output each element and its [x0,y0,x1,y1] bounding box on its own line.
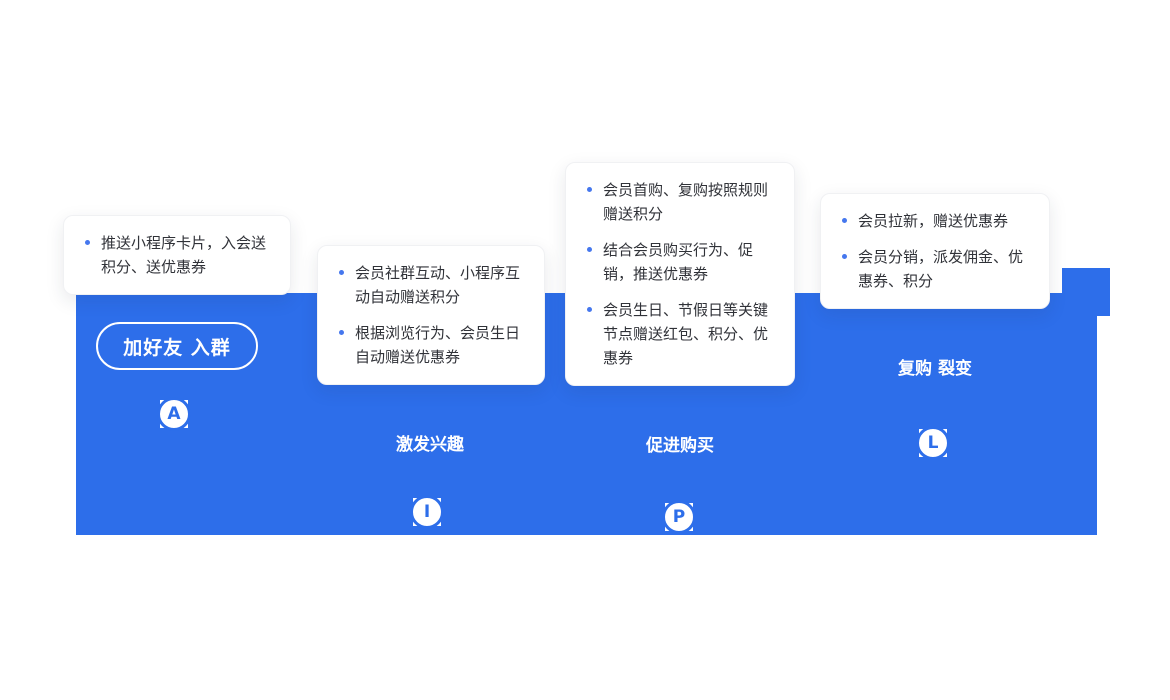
stage-badge-i: I [410,495,450,535]
bullet-item: 会员首购、复购按照规则赠送积分 [584,178,776,226]
stage-card-i: 会员社群互动、小程序互动自动赠送积分 根据浏览行为、会员生日自动赠送优惠券 [317,245,545,385]
badge-letter: A [167,403,181,424]
bullet-item: 会员拉新，赠送优惠券 [839,209,1031,233]
badge-letter: P [672,506,686,527]
stage-badge-a: A [157,397,197,437]
bullet-text: 会员社群互动、小程序互动自动赠送积分 [355,264,521,306]
badge-circle-icon: I [410,495,444,529]
stage-label-i: 激发兴趣 [396,435,464,455]
bullet-text: 推送小程序卡片，入会送积分、送优惠券 [101,234,267,276]
bullet-text: 会员首购、复购按照规则赠送积分 [603,181,769,223]
stage-card-l: 会员拉新，赠送优惠券 会员分销，派发佣金、优惠券、积分 [820,193,1050,309]
bullet-text: 会员生日、节假日等关键节点赠送红包、积分、优惠券 [603,301,769,367]
bullet-dot [587,247,592,252]
bullet-dot [842,218,847,223]
stage-label-p: 促进购买 [646,436,714,456]
bullet-text: 根据浏览行为、会员生日自动赠送优惠券 [355,324,521,366]
stage-card-p: 会员首购、复购按照规则赠送积分 结合会员购买行为、促销，推送优惠券 会员生日、节… [565,162,795,386]
bullet-item: 结合会员购买行为、促销，推送优惠券 [584,238,776,286]
bullet-item: 会员社群互动、小程序互动自动赠送积分 [336,261,526,309]
badge-letter: L [927,432,939,453]
bullet-item: 推送小程序卡片，入会送积分、送优惠券 [82,231,272,279]
bullet-item: 会员分销，派发佣金、优惠券、积分 [839,245,1031,293]
bullet-item: 根据浏览行为、会员生日自动赠送优惠券 [336,321,526,369]
stage-badge-l: L [916,426,956,466]
stage-badge-p: P [662,500,702,540]
bullet-text: 会员拉新，赠送优惠券 [858,212,1009,230]
stage-label-l: 复购 裂变 [898,359,972,379]
bullet-text: 结合会员购买行为、促销，推送优惠券 [603,241,754,283]
bullet-dot [587,187,592,192]
badge-letter: I [423,501,431,522]
bullet-dot [842,254,847,259]
bullet-dot [587,307,592,312]
badge-circle-icon: A [157,397,191,431]
funnel-band-step-up [1062,268,1110,316]
bullet-text: 会员分销，派发佣金、优惠券、积分 [858,248,1024,290]
bullet-dot [339,270,344,275]
bullet-dot [85,240,90,245]
stage-card-a: 推送小程序卡片，入会送积分、送优惠券 [63,215,291,295]
bullet-dot [339,330,344,335]
stage-label-a-pill: 加好友 入群 [96,322,258,370]
badge-circle-icon: P [662,500,696,534]
bullet-item: 会员生日、节假日等关键节点赠送红包、积分、优惠券 [584,298,776,370]
badge-circle-icon: L [916,426,950,460]
